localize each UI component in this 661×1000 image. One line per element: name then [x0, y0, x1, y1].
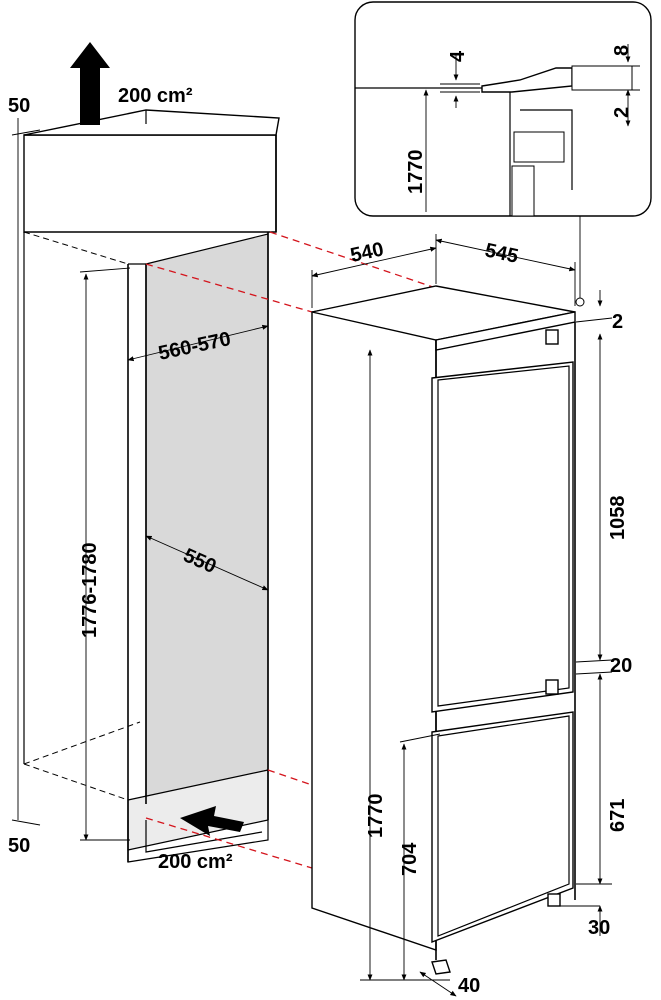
top-cabinet-top: [23, 109, 280, 136]
lower-door: [431, 711, 574, 944]
vent-top-arrow: [70, 42, 110, 125]
niche-back-panel: [145, 233, 269, 805]
vent-bottom-label: 200 cm²: [158, 851, 233, 873]
top-cabinet-front: [23, 134, 277, 233]
niche-cabinet: [11, 109, 280, 863]
total-height-label: 1770: [365, 794, 387, 839]
middle-hinge: [545, 679, 559, 695]
fridge-foot: [431, 959, 451, 975]
appliance-depth-label: 545: [483, 239, 520, 267]
bottom-gap-label: 30: [588, 917, 610, 939]
top-hinge: [545, 329, 559, 345]
inset-gap-right-bottom-label: 2: [611, 107, 633, 118]
vent-bottom-arrow: [180, 806, 244, 836]
inset-gap-right-top-label: 8: [611, 45, 633, 56]
refrigerator: [311, 214, 613, 997]
lower-section-height-label: 704: [399, 842, 421, 876]
bottom-hinge: [547, 893, 561, 907]
niche-height-label: 1776-1780: [79, 542, 101, 638]
appliance-width-label: 540: [348, 238, 385, 266]
top-gap-label: 2: [612, 311, 623, 333]
upper-door: [431, 361, 574, 713]
niche-top-clearance-label: 50: [8, 95, 30, 117]
inset-height-label: 1770: [405, 150, 427, 195]
lower-door-height-label: 671: [607, 799, 629, 832]
detail-inset: [354, 1, 652, 217]
upper-door-height-label: 1058: [607, 496, 629, 541]
foot-depth-label: 40: [458, 975, 480, 997]
door-gap-label: 20: [610, 655, 632, 677]
inset-gap-left-label: 4: [447, 50, 469, 62]
vent-top-label: 200 cm²: [118, 85, 193, 107]
niche-bottom-clearance-label: 50: [8, 835, 30, 857]
